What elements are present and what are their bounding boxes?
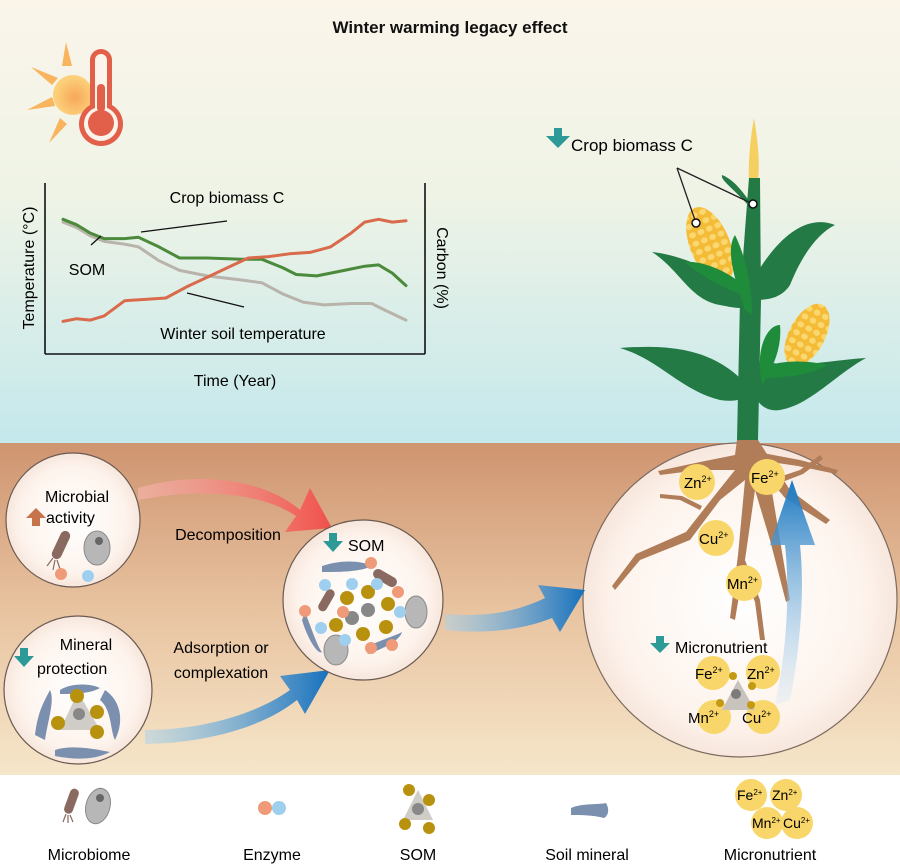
protist-icon xyxy=(83,530,111,566)
microbial-activity-circle: Microbial activity xyxy=(5,452,141,588)
plant-label-group: Crop biomass C xyxy=(546,128,693,155)
leaf xyxy=(730,235,752,315)
enzyme-icon xyxy=(258,801,286,815)
temperature-leader-line xyxy=(186,292,245,308)
callout-point xyxy=(691,218,701,228)
mineral-protection-circle: Mineral protection xyxy=(3,615,153,765)
chart-y-label-right: Carbon (%) xyxy=(433,227,450,309)
decomposition-arrow xyxy=(138,479,332,532)
enzyme-icon xyxy=(55,568,94,582)
leaf xyxy=(685,261,748,295)
svg-text:Fe2+: Fe2+ xyxy=(737,787,763,803)
up-arrow-icon xyxy=(26,508,46,526)
som-leader-line xyxy=(90,235,102,246)
line-chart: Crop biomass C SOM Winter soil temperatu… xyxy=(21,183,450,390)
micronutrient-complex: Fe2+ Zn2+ Mn2+ Cu2+ xyxy=(688,655,780,734)
svg-text:Zn2+: Zn2+ xyxy=(684,474,712,492)
som-contents xyxy=(299,557,428,666)
callout-point xyxy=(748,199,758,209)
down-arrow-icon xyxy=(546,128,570,148)
plant-label: Crop biomass C xyxy=(571,136,693,155)
svg-text:Cu2+: Cu2+ xyxy=(783,815,810,831)
callout-line xyxy=(676,167,754,205)
svg-text:Zn2+: Zn2+ xyxy=(747,665,775,683)
crop-biomass-leader-line xyxy=(140,220,228,233)
adsorption-label-line1: Adsorption or xyxy=(173,640,269,657)
legend-label: Soil mineral xyxy=(545,847,629,864)
corn-ear-lower xyxy=(784,303,830,367)
micronutrient-label: Micronutrient xyxy=(675,640,768,657)
leaf xyxy=(620,346,745,401)
sun-icon xyxy=(27,42,93,143)
ion-zn: Zn2+ xyxy=(679,464,715,500)
svg-text:Mn2+: Mn2+ xyxy=(752,815,781,831)
svg-text:Zn2+: Zn2+ xyxy=(772,787,798,803)
leaf xyxy=(721,175,752,205)
leaf xyxy=(750,222,835,300)
bacterium-icon xyxy=(46,530,71,571)
chart-label-som: SOM xyxy=(69,262,105,279)
legend-item-soil-mineral: Soil mineral xyxy=(545,803,629,864)
soil-mineral-icon xyxy=(571,803,609,818)
down-arrow-icon xyxy=(14,648,34,667)
chart-y-label-left: Temperature (°C) xyxy=(21,207,38,330)
leaf xyxy=(762,361,828,378)
corn-plant xyxy=(620,118,866,440)
legend-item-enzyme: Enzyme xyxy=(243,801,301,864)
leaf xyxy=(652,252,748,309)
chart-label-winter-soil-temperature: Winter soil temperature xyxy=(160,326,325,343)
legend: Microbiome Enzyme SOM Soil mineral xyxy=(48,779,817,864)
rhizosphere-circle: Zn2+ Fe2+ Cu2+ Mn2+ Micronutrient xyxy=(582,440,898,758)
svg-text:Cu2+: Cu2+ xyxy=(742,709,771,727)
svg-text:Mn2+: Mn2+ xyxy=(727,575,758,593)
mineral-label-line2: protection xyxy=(37,661,107,678)
ion-mn: Mn2+ xyxy=(726,565,762,601)
series-line-som xyxy=(61,220,408,322)
callout-line xyxy=(676,167,697,224)
tassel xyxy=(748,118,759,180)
thermometer-icon xyxy=(78,49,123,147)
legend-item-som: SOM xyxy=(399,784,436,864)
chart-label-crop-biomass: Crop biomass C xyxy=(170,190,285,207)
microbial-label-line1: Microbial xyxy=(45,489,109,506)
series-line-winter-soil-temperature xyxy=(61,217,408,323)
legend-item-microbiome: Microbiome xyxy=(48,787,131,864)
svg-text:Cu2+: Cu2+ xyxy=(699,530,728,548)
som-circle: SOM xyxy=(282,519,444,681)
legend-item-micronutrient: Fe2+ Zn2+ Mn2+ Cu2+ Micronutrient xyxy=(724,779,817,864)
som-icon xyxy=(399,784,435,834)
microbial-label-line2: activity xyxy=(46,510,95,527)
som-to-root-arrow xyxy=(445,585,585,632)
micronutrient-icon: Fe2+ Zn2+ Mn2+ Cu2+ xyxy=(735,779,813,839)
figure-title: Winter warming legacy effect xyxy=(332,18,567,37)
decomposition-label: Decomposition xyxy=(175,527,281,544)
mineral-label-line1: Mineral xyxy=(60,637,112,654)
som-label: SOM xyxy=(348,538,384,555)
legend-label: Microbiome xyxy=(48,847,131,864)
legend-label: Enzyme xyxy=(243,847,301,864)
legend-label: SOM xyxy=(400,847,436,864)
ion-fe: Fe2+ xyxy=(749,459,785,495)
adsorption-arrow xyxy=(145,670,330,744)
svg-text:Fe2+: Fe2+ xyxy=(751,469,779,487)
legend-label: Micronutrient xyxy=(724,847,817,864)
ion-cu: Cu2+ xyxy=(698,520,734,556)
svg-text:Fe2+: Fe2+ xyxy=(695,665,723,683)
down-arrow-icon xyxy=(323,533,343,552)
svg-text:Mn2+: Mn2+ xyxy=(688,709,719,727)
series-line-crop-biomass-c xyxy=(61,217,408,288)
mineral-som-complex xyxy=(35,684,121,759)
microbiome-icon xyxy=(62,787,111,825)
down-arrow-icon xyxy=(650,636,670,653)
chart-x-label: Time (Year) xyxy=(194,373,276,390)
adsorption-label-line2: complexation xyxy=(174,665,268,682)
uptake-arrow xyxy=(770,480,815,705)
